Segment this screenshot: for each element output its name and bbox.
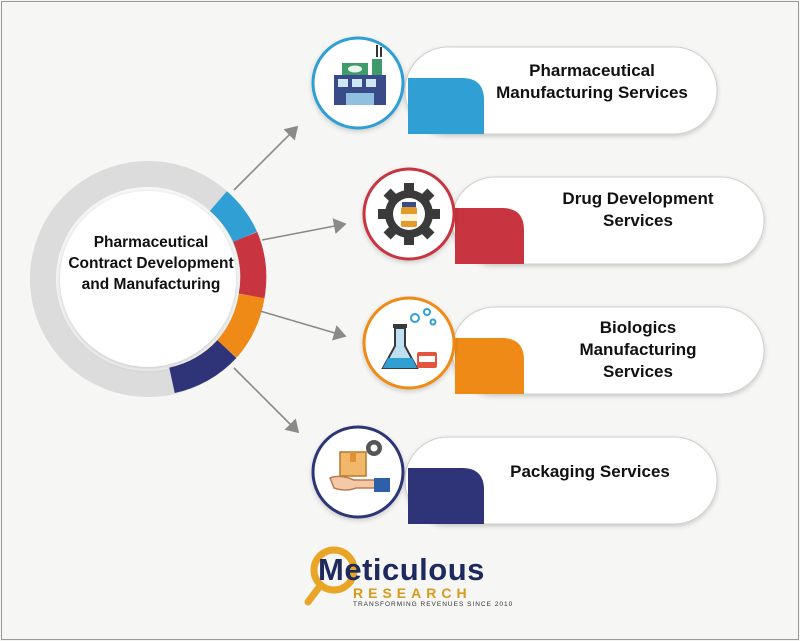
service-label-3: Biologics Manufacturing Services bbox=[579, 318, 697, 381]
service-card-1 bbox=[311, 36, 718, 135]
service-card-4 bbox=[311, 425, 718, 525]
hub-center bbox=[60, 191, 236, 367]
service-card-2 bbox=[362, 167, 765, 265]
hub-segment-blue bbox=[209, 191, 258, 243]
hub-segment-orange bbox=[216, 293, 265, 358]
connector-arrow-2 bbox=[261, 218, 347, 241]
connector-arrow-3 bbox=[259, 310, 347, 341]
gear-vial-icon bbox=[378, 183, 440, 245]
hub-segment-navy bbox=[168, 339, 237, 394]
lab-flask-icon bbox=[381, 308, 437, 369]
logo-tagline: TRANSFORMING REVENUES SINCE 2010 bbox=[353, 601, 514, 608]
service-label-2: Drug Development Services bbox=[562, 189, 714, 230]
hub-segment-red bbox=[233, 231, 267, 299]
hub-ring bbox=[30, 161, 267, 397]
connector-arrow-1 bbox=[233, 125, 299, 191]
service-card-3 bbox=[362, 296, 765, 395]
hub-label: Pharmaceutical Contract Development and … bbox=[68, 234, 234, 293]
service-label-1: Pharmaceutical Manufacturing Services bbox=[496, 61, 688, 102]
logo-subtitle: RESEARCH bbox=[353, 585, 472, 601]
logo-magnifier-icon bbox=[304, 546, 358, 606]
hand-box-icon bbox=[329, 440, 390, 492]
logo-name: Meticulous bbox=[318, 552, 485, 587]
service-label-4: Packaging Services bbox=[510, 462, 670, 481]
connector-arrow-4 bbox=[233, 367, 300, 434]
factory-icon bbox=[334, 45, 386, 105]
connectors bbox=[233, 125, 347, 434]
